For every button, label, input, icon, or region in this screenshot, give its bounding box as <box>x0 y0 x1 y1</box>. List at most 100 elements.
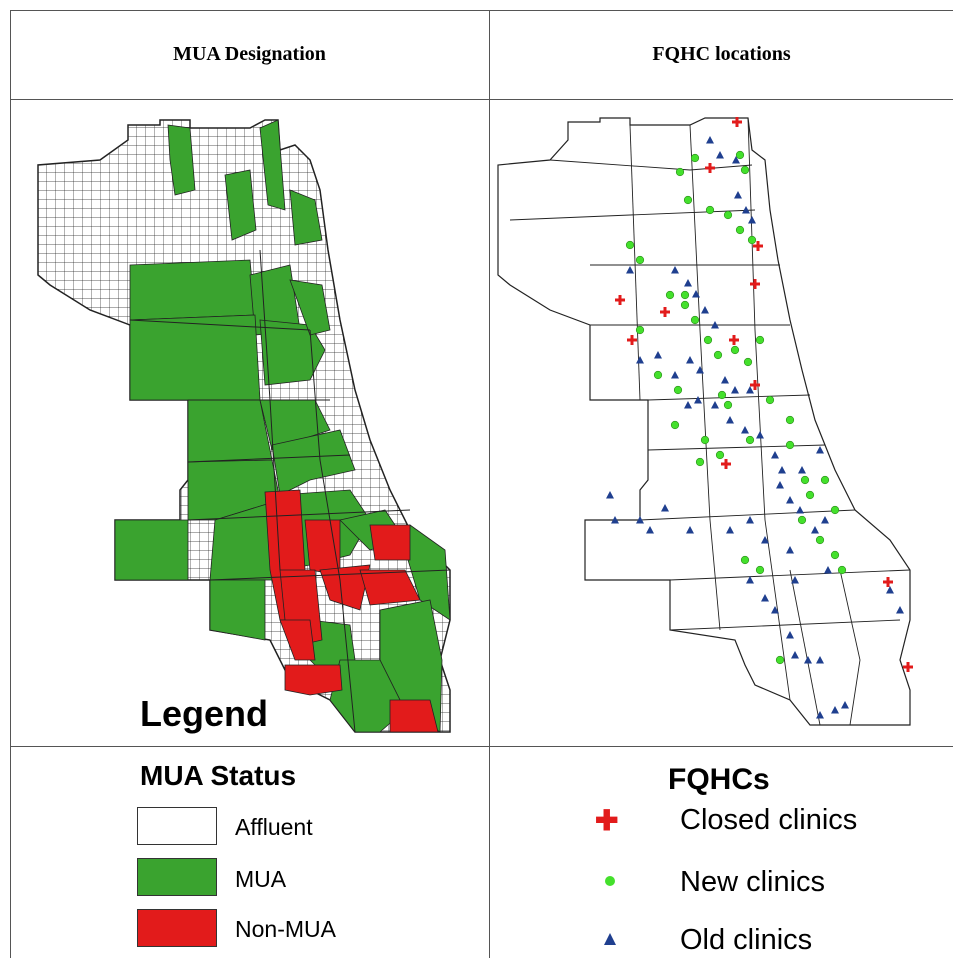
closed-clinic-marker <box>753 241 763 251</box>
closed-clinic-marker <box>615 295 625 305</box>
new-clinic-marker <box>815 535 825 545</box>
old-clinic-marker <box>746 386 754 394</box>
legend-new-clinic-icon <box>605 876 615 886</box>
panel-title-left: MUA Designation <box>173 43 326 65</box>
legend-left-title: MUA Status <box>140 760 297 791</box>
old-clinic-marker <box>726 526 734 534</box>
legend-label-non-mua: Non-MUA <box>235 916 336 942</box>
new-clinic-marker <box>785 415 795 425</box>
new-clinic-marker <box>735 150 745 160</box>
old-clinic-marker <box>671 266 679 274</box>
new-clinic-marker <box>837 565 847 575</box>
new-clinic-marker <box>673 385 683 395</box>
new-clinic-marker <box>690 315 700 325</box>
old-clinic-marker <box>786 546 794 554</box>
new-clinic-marker <box>690 153 700 163</box>
old-clinic-marker <box>896 606 904 614</box>
old-clinic-marker <box>721 376 729 384</box>
old-clinic-marker <box>748 216 756 224</box>
old-clinic-marker <box>692 290 700 298</box>
legend-label-affluent: Affluent <box>235 814 313 840</box>
new-clinic-marker <box>797 515 807 525</box>
old-clinic-marker <box>646 526 654 534</box>
new-clinic-marker <box>740 555 750 565</box>
map-legend-word: Legend <box>140 693 268 734</box>
old-clinic-marker <box>732 156 740 164</box>
old-clinic-marker <box>711 401 719 409</box>
old-clinic-marker <box>626 266 634 274</box>
new-clinic-marker <box>740 165 750 175</box>
old-clinic-marker <box>796 506 804 514</box>
new-clinic-marker <box>715 450 725 460</box>
new-clinic-marker <box>635 325 645 335</box>
new-clinic-marker <box>680 290 690 300</box>
new-clinic-marker <box>625 240 635 250</box>
old-clinic-marker <box>841 701 849 709</box>
old-clinic-marker <box>791 651 799 659</box>
old-clinic-marker <box>706 136 714 144</box>
new-clinic-marker <box>800 475 810 485</box>
new-clinic-marker <box>830 505 840 515</box>
legend-label-mua: MUA <box>235 866 287 892</box>
closed-clinic-marker <box>883 577 893 587</box>
closed-clinic-marker <box>627 335 637 345</box>
old-clinic-marker <box>741 426 749 434</box>
new-clinic-marker <box>703 335 713 345</box>
panel-title-right: FQHC locations <box>652 43 791 65</box>
new-clinic-marker <box>675 167 685 177</box>
old-clinic-marker <box>831 706 839 714</box>
old-clinic-marker <box>661 504 669 512</box>
old-clinic-marker <box>716 151 724 159</box>
new-clinic-marker <box>805 490 815 500</box>
new-clinic-marker <box>745 435 755 445</box>
old-clinic-marker <box>701 306 709 314</box>
closed-clinic-marker <box>729 335 739 345</box>
old-clinic-marker <box>778 466 786 474</box>
old-clinic-marker <box>684 401 692 409</box>
old-clinic-marker <box>816 711 824 719</box>
old-clinic-marker <box>786 631 794 639</box>
new-clinic-marker <box>723 400 733 410</box>
old-clinic-marker <box>816 656 824 664</box>
legend-closed-clinic-icon: ✚ <box>595 805 619 836</box>
old-clinic-marker <box>771 606 779 614</box>
mua-map: Legend <box>37 119 451 734</box>
old-clinic-marker <box>746 576 754 584</box>
new-clinic-marker <box>755 565 765 575</box>
legend-swatch-affluent <box>137 807 217 845</box>
old-clinic-marker <box>686 526 694 534</box>
community-boundaries <box>129 249 451 733</box>
old-clinic-marker <box>756 431 764 439</box>
old-clinic-marker <box>824 566 832 574</box>
new-clinic-marker <box>705 205 715 215</box>
legend-divider <box>10 746 953 747</box>
old-clinic-marker <box>786 496 794 504</box>
legend-swatch-mua <box>137 858 217 896</box>
legend-right-title: FQHCs <box>668 763 770 796</box>
old-clinic-marker <box>731 386 739 394</box>
new-clinic-marker <box>765 395 775 405</box>
old-clinic-marker <box>821 516 829 524</box>
old-clinic-marker <box>654 351 662 359</box>
old-clinic-marker <box>886 586 894 594</box>
legend-swatch-non-mua <box>137 909 217 947</box>
old-clinic-marker <box>636 356 644 364</box>
figure-frame <box>10 10 953 958</box>
old-clinic-marker <box>726 416 734 424</box>
new-clinic-marker <box>755 335 765 345</box>
new-clinic-marker <box>683 195 693 205</box>
old-clinic-marker <box>734 191 742 199</box>
panel-divider-vertical <box>489 10 490 958</box>
new-clinic-marker <box>730 345 740 355</box>
legend-label-old: Old clinics <box>680 924 813 956</box>
new-clinic-marker <box>747 235 757 245</box>
new-clinic-marker <box>723 210 733 220</box>
old-clinic-marker <box>636 516 644 524</box>
old-clinic-marker <box>804 656 812 664</box>
old-clinic-marker <box>811 526 819 534</box>
old-clinic-marker <box>761 536 769 544</box>
old-clinic-marker <box>798 466 806 474</box>
clinic-points <box>606 117 913 719</box>
old-clinic-marker <box>671 371 679 379</box>
old-clinic-marker <box>742 206 750 214</box>
